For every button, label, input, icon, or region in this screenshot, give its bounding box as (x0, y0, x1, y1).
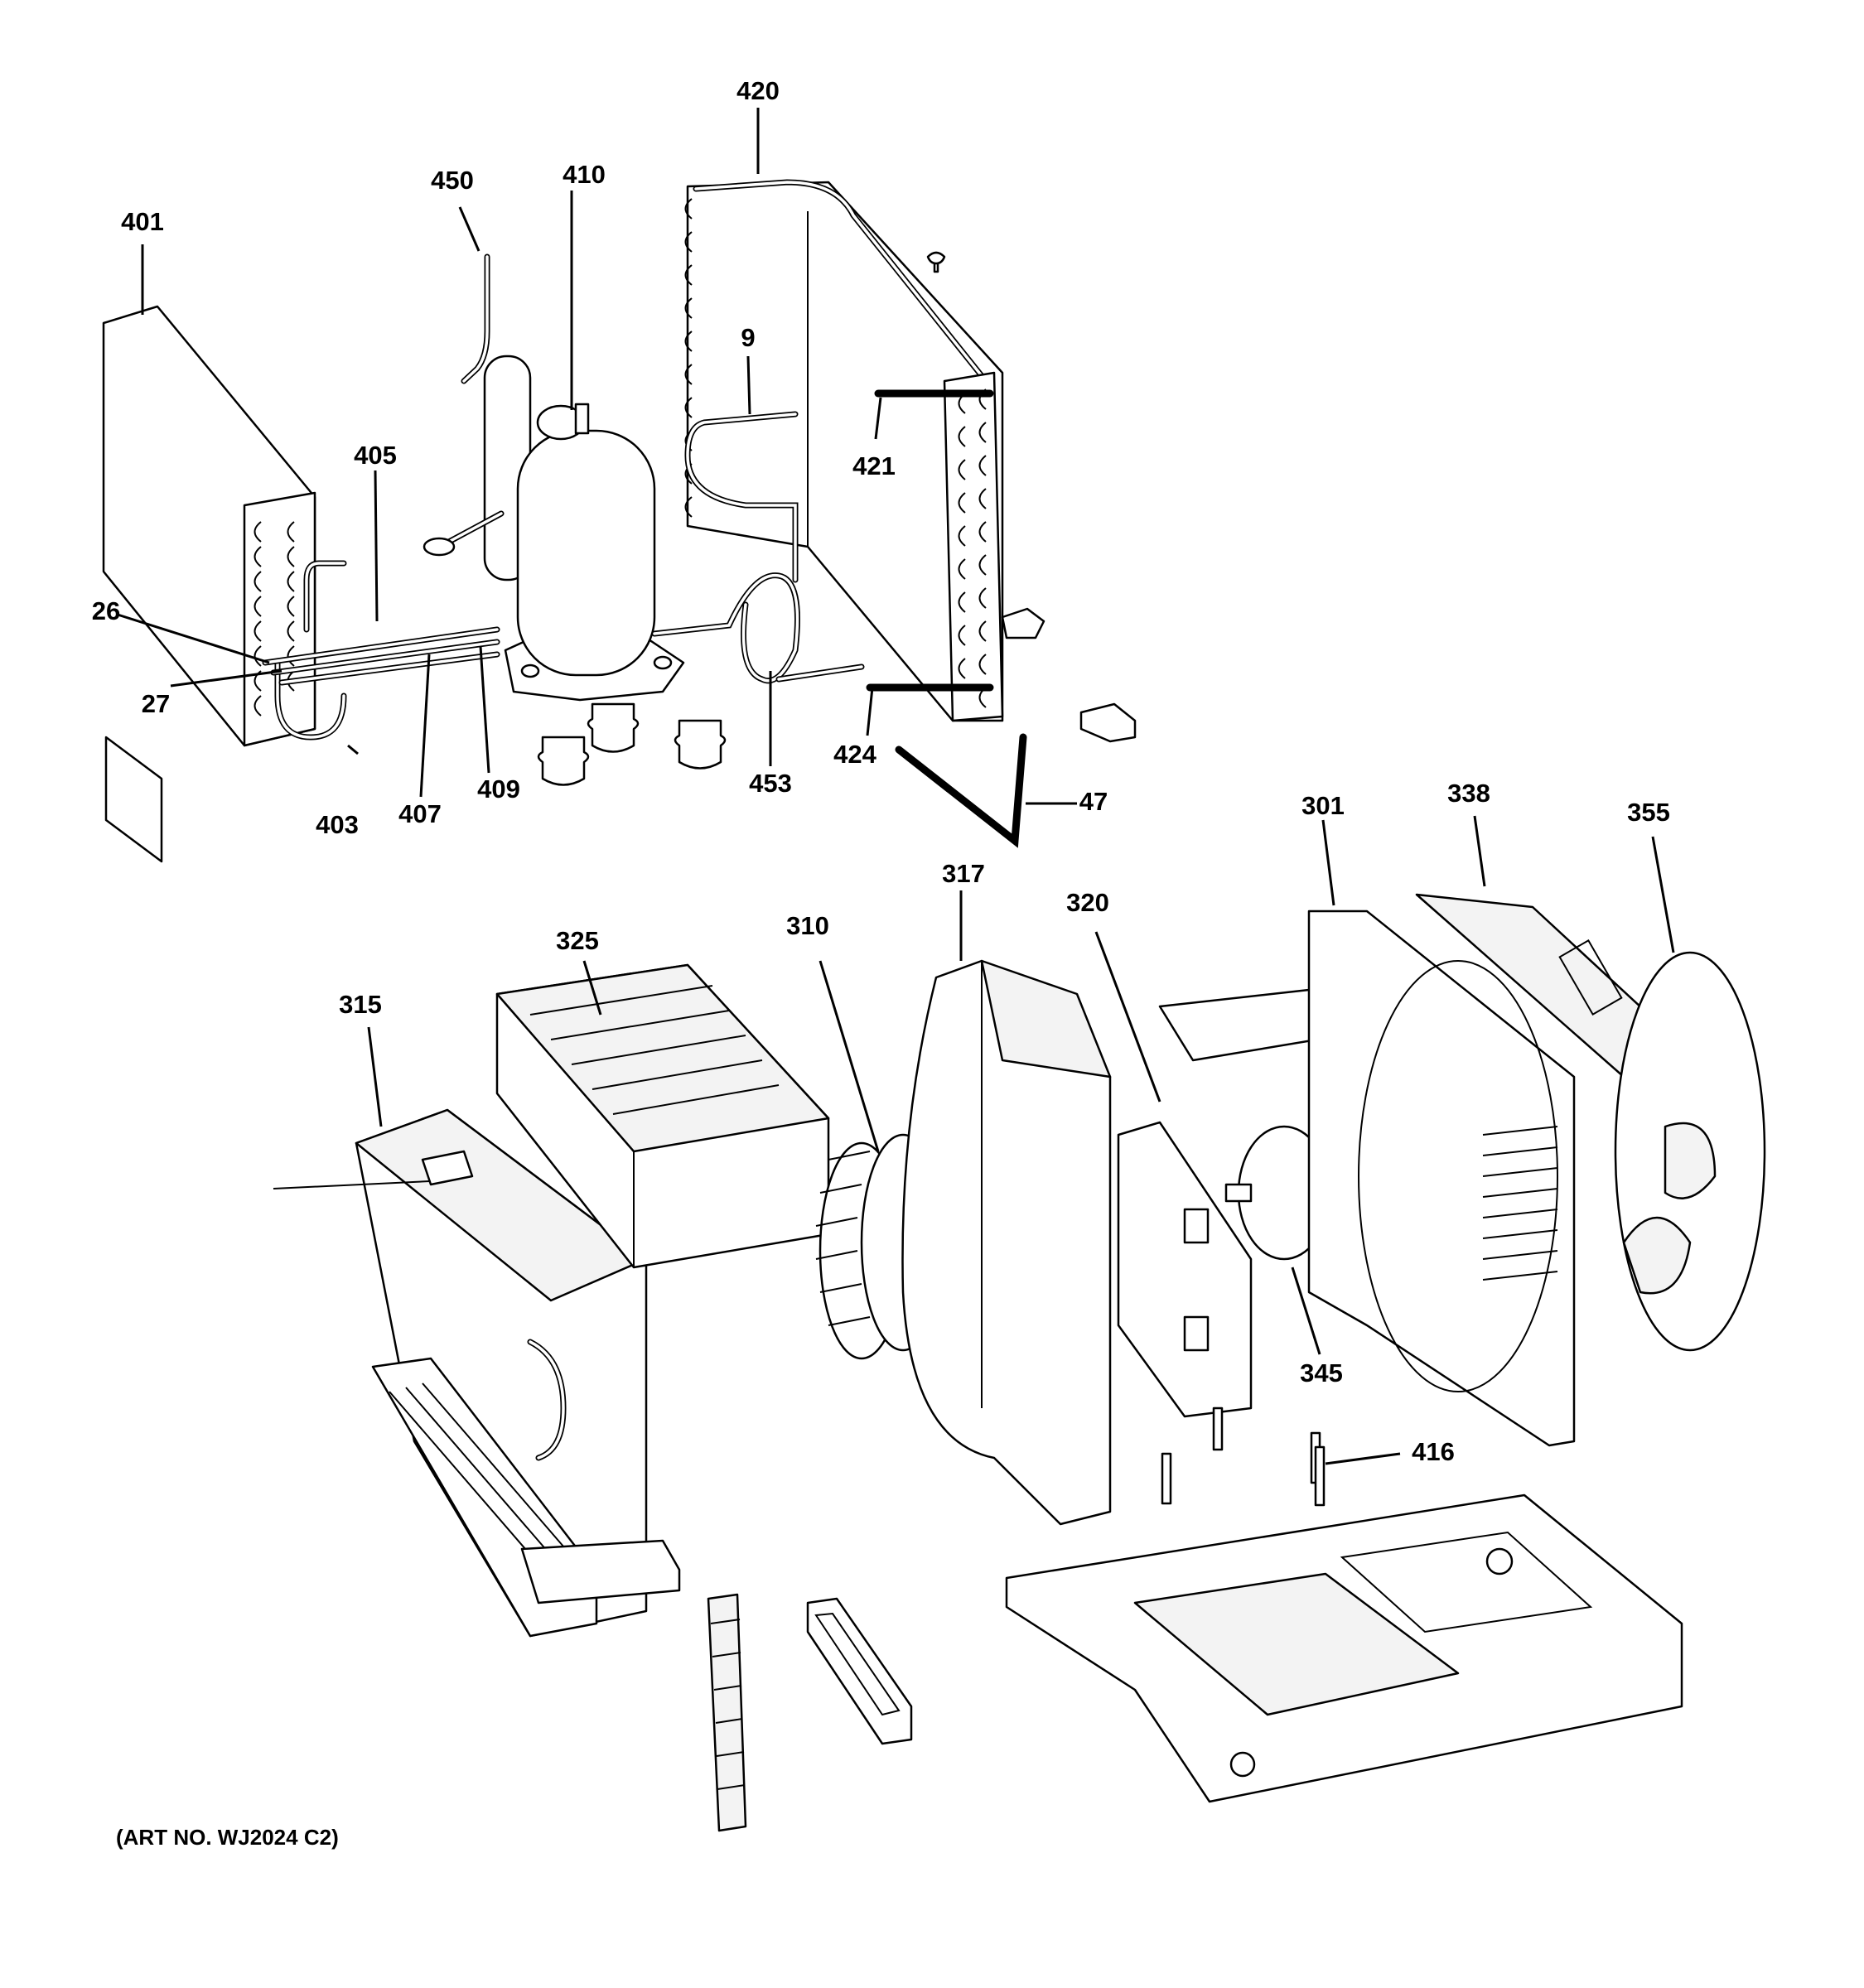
coil-cover-plate[interactable] (104, 736, 163, 863)
part-320-motor-bracket[interactable] (1117, 1121, 1253, 1451)
callout-320: 320 (1066, 888, 1109, 917)
part-317-scroll-housing[interactable] (901, 959, 1112, 1526)
callout-401: 401 (121, 207, 164, 236)
callout-450: 450 (431, 166, 474, 195)
callout-410: 410 (563, 160, 606, 189)
callout-403: 403 (316, 810, 359, 839)
callout-26: 26 (92, 596, 120, 625)
part-410-compressor[interactable] (504, 403, 685, 702)
part-47-strap[interactable] (895, 733, 1027, 848)
part-450-accumulator[interactable] (423, 253, 532, 581)
callout-317: 317 (942, 859, 985, 888)
callout-27: 27 (142, 689, 170, 718)
art-number-caption: (ART NO. WJ2024 C2) (116, 1825, 339, 1850)
callout-416: 416 (1412, 1437, 1455, 1466)
control-panel-frame[interactable] (806, 1597, 913, 1745)
callout-421: 421 (852, 451, 896, 480)
base-pan[interactable] (1005, 1493, 1683, 1803)
callout-325: 325 (556, 926, 599, 955)
callout-301: 301 (1301, 791, 1345, 820)
air-filter[interactable] (707, 1593, 747, 1832)
callout-47: 47 (1079, 787, 1108, 816)
screw[interactable] (926, 251, 946, 273)
mounting-bracket[interactable] (1079, 702, 1137, 743)
part-325-air-duct[interactable] (495, 963, 830, 1269)
callout-409: 409 (477, 774, 520, 803)
callout-420: 420 (736, 76, 780, 105)
callout-355: 355 (1627, 798, 1670, 827)
part-345-fan-motor[interactable] (1224, 1125, 1475, 1261)
callout-407: 407 (398, 799, 442, 828)
callout-310: 310 (786, 911, 829, 940)
part-9-capillary-tube[interactable] (684, 411, 799, 583)
leader-lines (117, 108, 1675, 1465)
callout-338: 338 (1447, 779, 1490, 808)
part-401-coil-assembly[interactable] (102, 305, 347, 747)
part-315-control-assembly[interactable] (273, 1108, 681, 1638)
part-301-shroud[interactable] (1307, 910, 1576, 1447)
callout-labels: 420 450 410 401 9 421 405 26 27 403 407 … (92, 76, 1670, 1466)
tubes-405-407-409[interactable] (262, 626, 500, 686)
part-453-tube-assembly[interactable] (651, 572, 865, 684)
callout-9: 9 (741, 323, 755, 352)
compressor-grommets[interactable] (537, 702, 727, 786)
part-416-posts[interactable] (1161, 1431, 1326, 1507)
callout-345: 345 (1300, 1358, 1343, 1387)
callout-405: 405 (354, 441, 397, 470)
callout-315: 315 (339, 990, 382, 1019)
part-420-evaporator[interactable] (684, 179, 1045, 722)
callout-424: 424 (833, 740, 876, 769)
part-355-fan-blade[interactable] (1614, 951, 1766, 1352)
callout-453: 453 (749, 769, 792, 798)
